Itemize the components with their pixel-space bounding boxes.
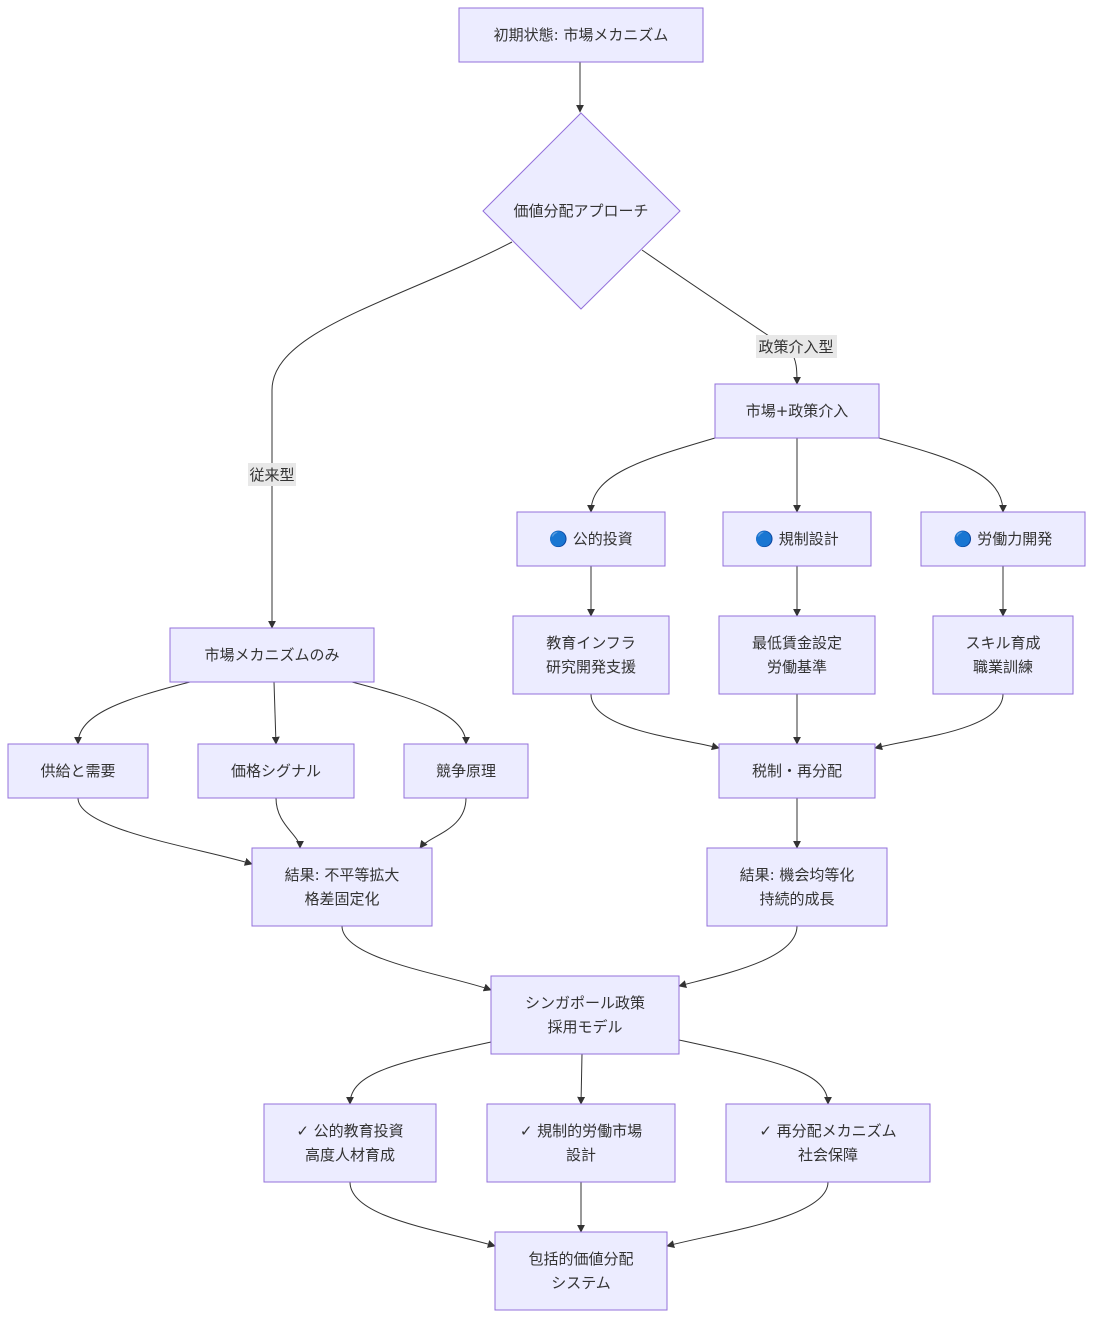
node-inclusive: 包括的価値分配 システム (494, 1231, 668, 1311)
node-result-bad-line-1: 結果: 不平等拡大 (285, 866, 400, 884)
edge-labels-group: 従来型 政策介入型 (248, 335, 837, 486)
node-price-signal: 価格シグナル (197, 743, 355, 799)
node-singapore-line-2: 採用モデル (547, 1018, 622, 1036)
edge-singapore-to-labor-market (577, 1053, 586, 1105)
node-supply-demand-label: 供給と需要 (40, 762, 115, 780)
edge-label-policy: 政策介入型 (756, 335, 837, 358)
edge-label-traditional: 従来型 (248, 463, 296, 486)
node-singapore-line-1: シンガポール政策 (525, 994, 645, 1012)
edge-skill-to-tax (874, 693, 1004, 751)
edge-market-only-to-competition (351, 681, 470, 745)
edge-result-bad-to-singapore (341, 925, 492, 992)
nodes-group: 初期状態: 市場メカニズム 価値分配アプローチ 市場+政策介入 🔵 公的投資 🔵… (7, 7, 1086, 1311)
edge-approach-to-market-only (268, 241, 513, 629)
edge-redistribution-to-inclusive (666, 1181, 829, 1249)
edge-label-policy-text: 政策介入型 (758, 338, 833, 356)
node-public-invest-label: 🔵 公的投資 (549, 530, 632, 548)
node-market-only: 市場メカニズムのみ (169, 627, 375, 683)
node-regulation-label: 🔵 規制設計 (755, 530, 838, 548)
node-labor-market-line-1: ✓ 規制的労働市場 (520, 1122, 642, 1140)
edge-market-only-to-price (271, 681, 280, 745)
node-public-invest: 🔵 公的投資 (516, 511, 666, 567)
edge-result-good-to-singapore (678, 925, 798, 988)
node-skill-line-1: スキル育成 (965, 634, 1040, 652)
edge-supply-to-result-bad (77, 797, 253, 866)
edge-edu-invest-to-inclusive (349, 1181, 496, 1248)
node-market-only-label: 市場メカニズムのみ (204, 646, 339, 664)
node-min-wage-line-1: 最低賃金設定 (752, 634, 842, 652)
edge-singapore-to-edu-invest (346, 1041, 492, 1105)
edge-singapore-to-redistribution (678, 1039, 832, 1105)
node-edu-invest-line-2: 高度人材育成 (305, 1146, 395, 1164)
node-approach-decision: 価値分配アプローチ (482, 112, 681, 310)
node-labor-market-line-2: 設計 (566, 1146, 596, 1164)
node-labor-dev: 🔵 労働力開発 (920, 511, 1086, 567)
edge-label-traditional-text: 従来型 (249, 466, 294, 484)
node-edu-invest: ✓ 公的教育投資 高度人材育成 (263, 1103, 437, 1183)
node-tax-label: 税制・再分配 (752, 762, 842, 780)
node-singapore: シンガポール政策 採用モデル (490, 975, 680, 1055)
node-redistribution-line-1: ✓ 再分配メカニズム (759, 1122, 896, 1140)
node-market-policy: 市場+政策介入 (714, 383, 880, 439)
node-result-good-line-1: 結果: 機会均等化 (740, 866, 855, 884)
node-edu-infra: 教育インフラ 研究開発支援 (512, 615, 670, 695)
edges-group (74, 62, 1007, 1249)
node-approach-label: 価値分配アプローチ (513, 202, 648, 220)
node-skill-line-2: 職業訓練 (973, 658, 1033, 676)
node-competition: 競争原理 (403, 743, 529, 799)
node-labor-dev-label: 🔵 労働力開発 (954, 530, 1052, 548)
node-result-bad-line-2: 格差固定化 (304, 890, 379, 908)
node-result-good: 結果: 機会均等化 持続的成長 (706, 847, 888, 927)
node-inclusive-line-2: システム (551, 1274, 611, 1292)
node-redistribution: ✓ 再分配メカニズム 社会保障 (725, 1103, 931, 1183)
edge-edu-infra-to-tax (590, 693, 720, 751)
node-supply-demand: 供給と需要 (7, 743, 149, 799)
edge-approach-to-market-policy (641, 249, 801, 385)
node-min-wage-line-2: 労働基準 (767, 658, 827, 676)
node-price-signal-label: 価格シグナル (231, 762, 321, 780)
node-min-wage: 最低賃金設定 労働基準 (718, 615, 876, 695)
node-result-bad: 結果: 不平等拡大 格差固定化 (251, 847, 433, 927)
edge-competition-to-result-bad (419, 797, 467, 849)
node-regulation: 🔵 規制設計 (722, 511, 872, 567)
node-labor-market: ✓ 規制的労働市場 設計 (486, 1103, 676, 1183)
node-inclusive-line-1: 包括的価値分配 (528, 1250, 633, 1268)
node-redistribution-line-2: 社会保障 (798, 1146, 858, 1164)
node-result-good-line-2: 持続的成長 (759, 890, 834, 908)
edge-price-to-result-bad (275, 797, 304, 849)
edge-market-only-to-supply (74, 681, 191, 745)
node-market-policy-label: 市場+政策介入 (746, 402, 849, 420)
node-skill: スキル育成 職業訓練 (932, 615, 1074, 695)
node-edu-infra-line-1: 教育インフラ (546, 634, 636, 652)
node-edu-infra-line-2: 研究開発支援 (546, 658, 636, 676)
node-start-label: 初期状態: 市場メカニズム (494, 26, 669, 44)
edge-market-policy-to-public (587, 437, 716, 513)
node-start: 初期状態: 市場メカニズム (458, 7, 704, 63)
edge-market-policy-to-labor-dev (878, 437, 1007, 513)
node-edu-invest-line-1: ✓ 公的教育投資 (296, 1122, 403, 1140)
node-competition-label: 競争原理 (436, 762, 496, 780)
node-tax: 税制・再分配 (718, 743, 876, 799)
